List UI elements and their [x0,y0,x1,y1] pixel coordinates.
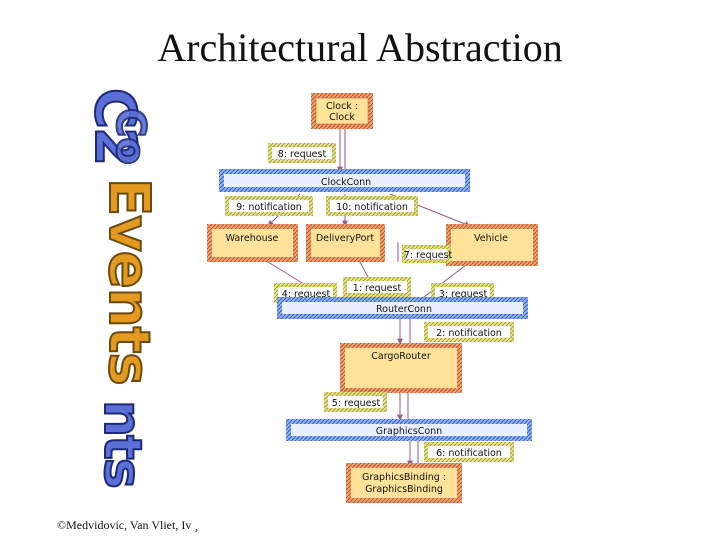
delivery-port-component[interactable]: DeliveryPort [306,224,385,262]
message-8-label: 8: request [278,149,327,160]
message-4-label: 4: request [282,289,331,300]
message-10-label: 10: notification [336,202,408,213]
message-8: 8: request [268,143,336,163]
clock-label-line2: Clock [329,112,355,123]
message-10: 10: notification [326,196,418,216]
graphics-binding-component[interactable]: GraphicsBinding : GraphicsBinding [346,463,462,503]
cargo-router-component[interactable]: CargoRouter [340,343,462,393]
slide-title: Architectural Abstraction [157,25,563,70]
message-9: 9: notification [225,196,313,216]
message-5: 5: request [324,392,387,412]
clock-component[interactable]: Clock : Clock [311,93,373,129]
clock-conn-label: ClockConn [321,177,371,188]
message-5-label: 5: request [332,398,381,409]
message-2-label: 2: notification [436,328,502,339]
graphics-binding-label-line2: GraphicsBinding [365,484,443,495]
router-conn-connector[interactable]: RouterConn [277,297,528,319]
clock-conn-connector[interactable]: ClockConn [219,169,470,192]
message-7: 7: request [402,245,452,263]
router-conn-label: RouterConn [376,304,432,315]
delivery-port-label: DeliveryPort [316,233,375,244]
message-6: 6: notification [424,442,514,462]
graphics-binding-label-line1: GraphicsBinding : [362,472,446,483]
graphics-conn-connector[interactable]: GraphicsConn [286,419,532,441]
clock-label-line1: Clock : [326,101,358,112]
message-7-label: 7: request [404,250,453,261]
warehouse-component[interactable]: Warehouse [207,224,298,262]
warehouse-label: Warehouse [226,233,279,244]
vehicle-component[interactable]: Vehicle [446,224,538,266]
cargo-router-label: CargoRouter [371,351,431,362]
message-2: 2: notification [424,322,514,342]
message-6-label: 6: notification [436,448,502,459]
graphics-conn-label: GraphicsConn [376,426,442,437]
message-3-label: 3: request [439,289,488,300]
message-9-label: 9: notification [236,202,302,213]
vehicle-label: Vehicle [474,233,508,244]
message-1-label: 1: request [353,283,402,294]
copyright-footer: ©Medvidovic, Van Vliet, Iv ¸ [57,518,199,532]
message-1: 1: request [343,277,411,297]
